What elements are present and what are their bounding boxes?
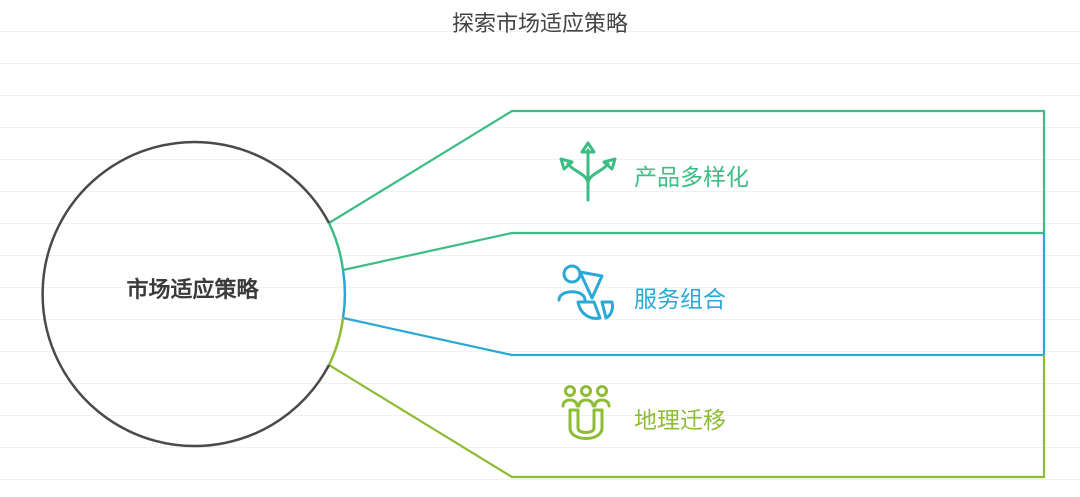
circle-arc-geographic — [327, 317, 345, 366]
branch-label-service-portfolio: 服务组合 — [634, 287, 726, 313]
branch-outline-service-portfolio — [342, 233, 1046, 357]
diverging-arrows-icon — [556, 140, 620, 208]
center-circle-label: 市场适应策略 — [126, 278, 259, 303]
circle-arc-service — [341, 269, 347, 319]
diagram-title: 探索市场适应策略 — [451, 12, 628, 37]
branch-label-product-diversification: 产品多样化 — [634, 165, 749, 191]
magnet-people-icon — [556, 382, 620, 450]
branch-label-geographic-migration: 地理迁移 — [634, 408, 726, 434]
center-circle — [41, 140, 331, 448]
user-pie-chart-icon — [556, 262, 620, 330]
circle-arc-product — [327, 222, 345, 271]
branch-outline-product-diversification — [328, 109, 1046, 272]
branch-outline-geographic-migration — [328, 355, 1046, 479]
